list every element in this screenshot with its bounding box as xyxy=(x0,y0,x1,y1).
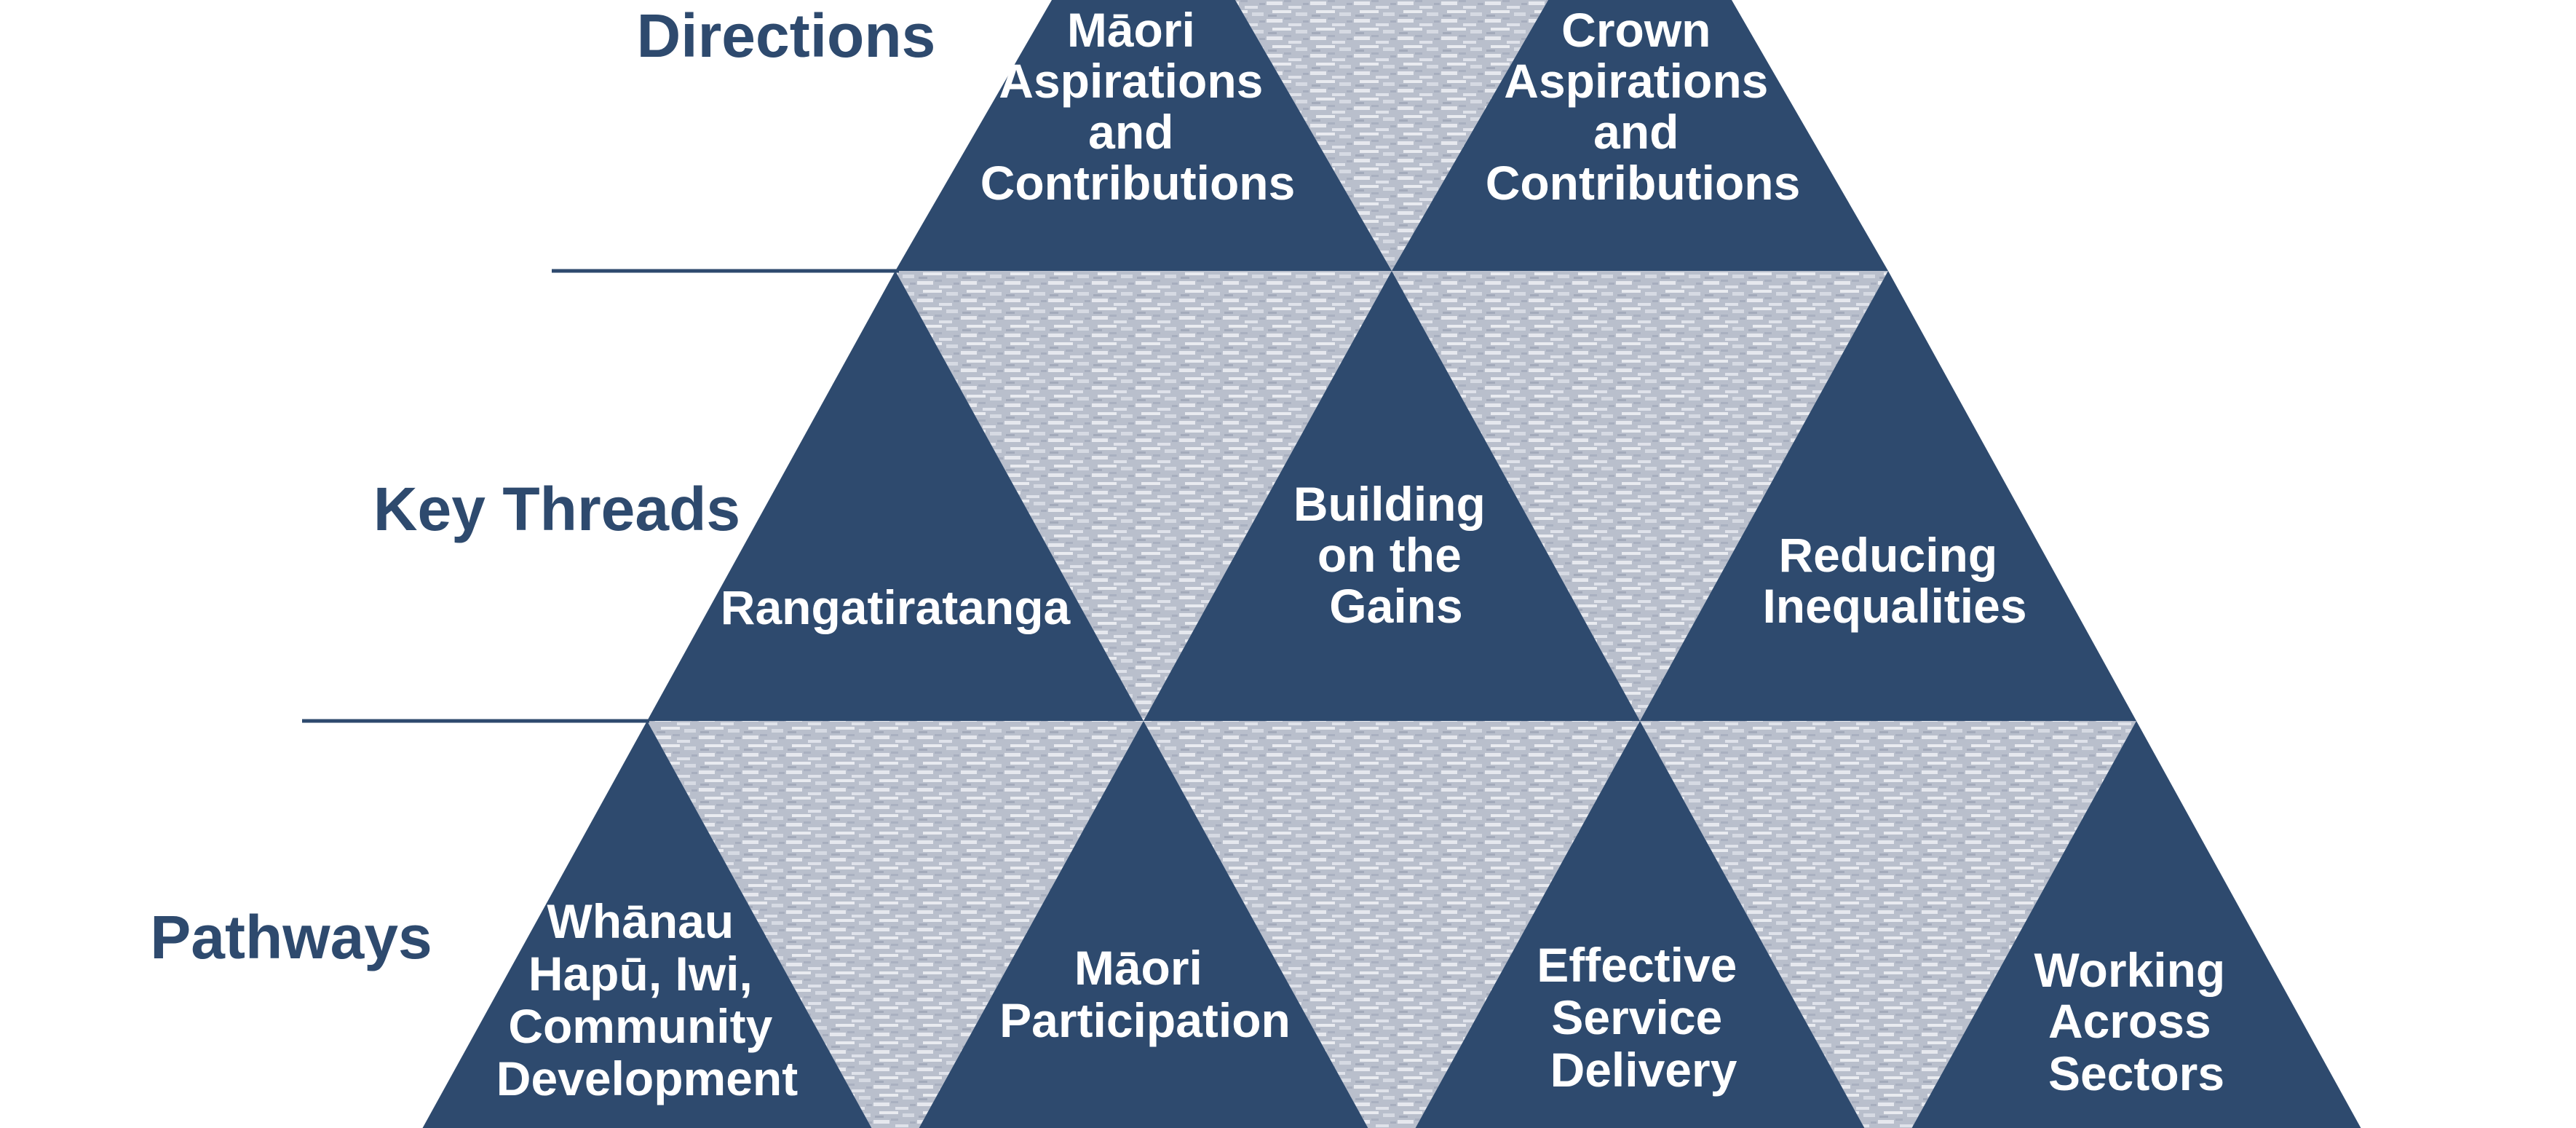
textured-triangle-2 xyxy=(895,271,1392,721)
textured-triangle-3 xyxy=(1392,271,1888,721)
key-thread-text-building-on-the-gains: Building on the Gains xyxy=(1293,477,1499,633)
key-thread-text-reducing-inequalities: Reducing Inequalities xyxy=(1762,528,2026,633)
direction-text-crown: Crown Aspirations and Contributions xyxy=(1486,3,1801,210)
pathway-triangle-whanau-hapu-iwi: Whānau Hapū, Iwi, Community Development xyxy=(422,721,872,1128)
textured-triangle-1 xyxy=(1235,0,1549,271)
key-thread-text-rangatiratanga: Rangatiratanga xyxy=(721,580,1071,634)
direction-triangle-crown: Crown Aspirations and Contributions xyxy=(1392,0,1888,271)
level-label-pathways: Pathways xyxy=(150,903,432,971)
textured-triangle-6 xyxy=(1640,721,2136,1128)
pathway-text-whanau-hapu-iwi: Whānau Hapū, Iwi, Community Development xyxy=(496,894,798,1105)
level-label-directions: Directions xyxy=(637,1,936,70)
pathway-text-maori-participation: Māori Participation xyxy=(999,941,1291,1047)
key-thread-triangle-rangatiratanga: Rangatiratanga xyxy=(647,271,1144,721)
direction-text-maori: Māori Aspirations and Contributions xyxy=(980,3,1296,210)
level-label-key-threads: Key Threads xyxy=(373,475,740,543)
pathway-text-effective-service-delivery: Effective Service Delivery xyxy=(1537,938,1750,1097)
textured-background-triangles xyxy=(647,0,2136,1128)
key-thread-triangle-building-on-the-gains: Building on the Gains xyxy=(1144,271,1640,721)
pathway-triangle-working-across-sectors: Working Across Sectors xyxy=(1911,721,2361,1128)
pathway-triangle-effective-service-delivery: Effective Service Delivery xyxy=(1415,721,1865,1128)
key-thread-triangle-reducing-inequalities: Reducing Inequalities xyxy=(1640,271,2136,721)
textured-triangle-4 xyxy=(647,721,1144,1128)
direction-triangle-maori: Māori Aspirations and Contributions xyxy=(895,0,1392,271)
pathway-triangle-maori-participation: Māori Participation xyxy=(919,721,1368,1128)
pathway-text-working-across-sectors: Working Across Sectors xyxy=(2034,943,2238,1100)
textured-triangle-5 xyxy=(1144,721,1640,1128)
